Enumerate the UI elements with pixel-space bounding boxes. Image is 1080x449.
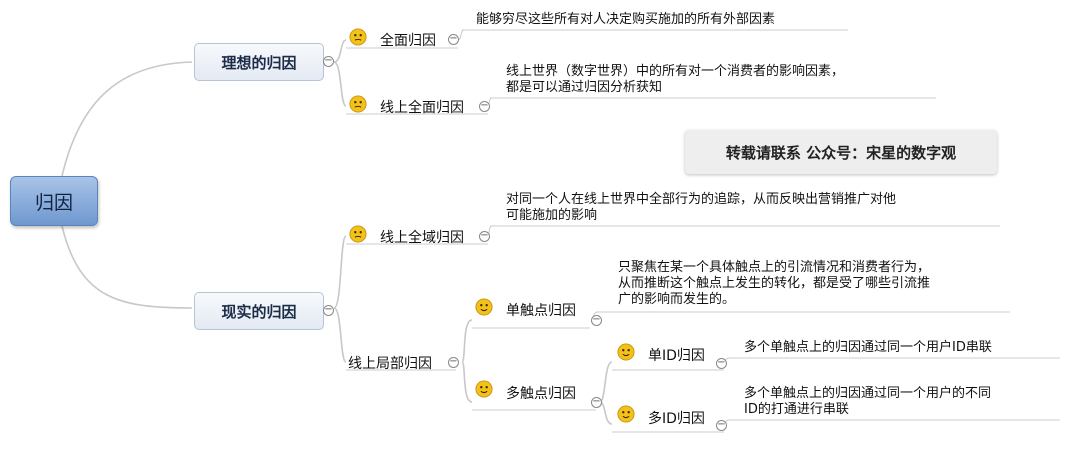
connector-partial-single: [461, 319, 473, 363]
connector-ideal-full: [333, 39, 347, 63]
node-online-partial-label[interactable]: 线上局部归因: [348, 356, 432, 372]
note-single-touch-line1: 只聚焦在某一个具体触点上的引流情况和消费者行为，: [618, 260, 931, 275]
note-multi-id: 多个单触点上的归因通过同一个用户的不同 ID的打通进行串联: [744, 386, 991, 418]
smiley-icon: [349, 225, 367, 243]
collapse-toggle-single-id[interactable]: −: [716, 357, 727, 369]
root-label: 归因: [34, 191, 73, 214]
note-online-domain: 对同一个人在线上世界中全部行为的追踪，从而反映出营销推广对他 可能施加的影响: [506, 192, 896, 224]
note-full: 能够穷尽这些所有对人决定购买施加的所有外部因素: [476, 12, 776, 27]
smiley-icon: [617, 343, 635, 361]
collapse-toggle-online-partial[interactable]: −: [448, 356, 459, 368]
collapse-toggle-multi-touch[interactable]: −: [591, 396, 602, 408]
collapse-toggle-multi-id[interactable]: −: [716, 419, 727, 431]
note-online-domain-line1: 对同一个人在线上世界中全部行为的追踪，从而反映出营销推广对他: [506, 192, 897, 207]
collapse-toggle-full[interactable]: −: [448, 33, 459, 45]
collapse-toggle-real[interactable]: −: [323, 304, 334, 316]
note-multi-id-line2: ID的打通进行串联: [744, 402, 849, 417]
branch-real-label: 现实的归因: [221, 302, 297, 321]
smiley-icon: [349, 95, 367, 113]
node-single-id-label[interactable]: 单ID归因: [648, 348, 705, 364]
connector-multi-multiid: [599, 401, 613, 425]
collapse-toggle-single-touch[interactable]: −: [591, 314, 602, 326]
banner-text: 转载请联系 公众号：宋星的数字观: [725, 143, 957, 162]
watermark-banner: 转载请联系 公众号：宋星的数字观: [685, 130, 997, 174]
connector-ideal-online: [333, 61, 347, 107]
node-multi-id-label[interactable]: 多ID归因: [648, 411, 705, 427]
smiley-icon: [617, 405, 635, 423]
node-single-touch-label[interactable]: 单触点归因: [506, 303, 576, 319]
smiley-icon: [349, 28, 367, 46]
node-multi-touch-label[interactable]: 多触点归因: [506, 386, 576, 402]
collapse-toggle-online-domain[interactable]: −: [479, 230, 490, 242]
node-online-full-label[interactable]: 线上全面归因: [380, 100, 464, 116]
collapse-toggle-online-full[interactable]: −: [479, 100, 490, 112]
node-online-domain-label[interactable]: 线上全域归因: [380, 230, 464, 246]
note-online-full-line2: 都是可以通过归因分析获知: [506, 80, 663, 95]
branch-ideal[interactable]: 理想的归因: [194, 43, 324, 81]
note-single-touch-line3: 广的影响而发生的。: [618, 292, 736, 307]
note-single-touch: 只聚焦在某一个具体触点上的引流情况和消费者行为， 从而推断这个触点上发生的转化，…: [618, 260, 930, 308]
connector-real-domain: [333, 235, 347, 309]
connector-partial-multi: [461, 361, 473, 403]
connector-root-ideal: [61, 61, 193, 177]
branch-ideal-label: 理想的归因: [221, 53, 297, 72]
node-full-label[interactable]: 全面归因: [380, 33, 436, 49]
connector-real-partial: [333, 307, 347, 363]
note-single-id: 多个单触点上的归因通过同一个用户ID串联: [744, 340, 992, 355]
connector-root-real: [61, 225, 193, 309]
note-single-touch-line2: 从而推断这个触点上发生的转化，都是受了哪些引流推: [618, 276, 931, 291]
collapse-toggle-ideal[interactable]: −: [323, 55, 334, 67]
smiley-icon: [475, 380, 493, 398]
note-online-full: 线上世界（数字世界）中的所有对一个消费者的影响因素， 都是可以通过归因分析获知: [506, 64, 844, 96]
smiley-icon: [475, 298, 493, 316]
branch-real[interactable]: 现实的归因: [194, 292, 324, 330]
connector-multi-singleid: [599, 361, 613, 403]
note-multi-id-line1: 多个单触点上的归因通过同一个用户的不同: [744, 386, 992, 401]
note-online-full-line1: 线上世界（数字世界）中的所有对一个消费者的影响因素，: [506, 64, 845, 79]
root-node[interactable]: 归因: [10, 176, 98, 226]
note-online-domain-line2: 可能施加的影响: [506, 208, 598, 223]
